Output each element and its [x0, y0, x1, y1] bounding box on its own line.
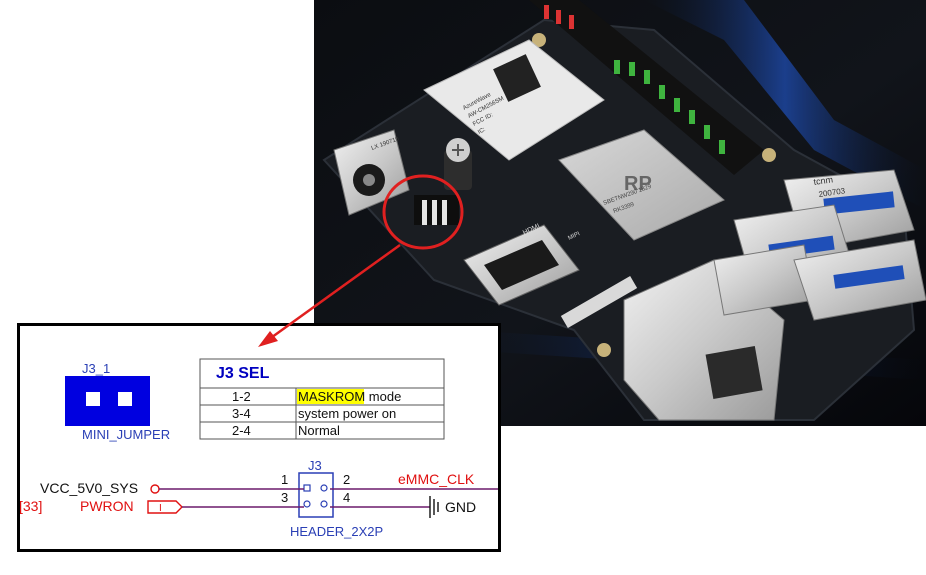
table-row-pins: 3-4 [232, 406, 251, 421]
pin-number: 4 [343, 490, 350, 505]
standoff-screw [444, 138, 472, 190]
header-pin-round [303, 500, 311, 508]
mounting-hole [762, 148, 776, 162]
header-2x2-symbol: J3 1 3 2 4 HEADER_2X2P [281, 458, 383, 539]
usb-brand-label: 200703 [818, 186, 846, 199]
pwron-port-glyph: I [159, 503, 162, 514]
board-photo: AzureWave AW-CM256SM FCC ID: IC: RP SBET… [314, 0, 926, 426]
jumper-pin [118, 392, 132, 406]
header-ref-label: J3 [308, 458, 322, 473]
table-row-mode: system power on [298, 406, 396, 421]
net-label-gnd: GND [445, 499, 476, 515]
table-row-pins: 1-2 [232, 389, 251, 404]
j3-header-photo [414, 195, 459, 225]
net-label-emmc-clk: eMMC_CLK [398, 471, 475, 487]
usb-brand-label: tcnm [813, 174, 834, 187]
usb-ports: tcnm 200703 [713, 169, 926, 321]
jumper-ref-label: J3_1 [82, 361, 110, 376]
wifi-module-text: IC: [477, 127, 487, 136]
pin-number: 1 [281, 472, 288, 487]
jumper-pin [86, 392, 100, 406]
table-row-mode-rest: mode [365, 389, 401, 404]
pwron-port-symbol [147, 500, 183, 514]
background-light-streak [644, 0, 926, 210]
net-label-vcc: VCC_5V0_SYS [40, 480, 138, 496]
soc-chip: RP SBETNW290 1829 RK3399 [558, 129, 725, 241]
j3-sel-table: J3 SEL 1-2 MASKROM mode 3-4 system power… [199, 358, 445, 440]
schematic-panel: J3_1 MINI_JUMPER J3 SEL 1-2 MASKROM mode… [17, 323, 501, 552]
pcb-label-mipi: MIPI [567, 231, 581, 242]
gpio-header [529, 0, 764, 175]
table-row-pins: 2-4 [232, 423, 251, 438]
jumper-name-label: MINI_JUMPER [82, 427, 170, 442]
header-name-label: HEADER_2X2P [290, 524, 383, 539]
table-row-mode-highlight: MASKROM [298, 389, 365, 404]
mipi-connector [560, 275, 638, 329]
qr-code [493, 54, 541, 102]
table-title: J3 SEL [216, 365, 270, 382]
wifi-module: AzureWave AW-CM256SM FCC ID: IC: [423, 39, 605, 161]
table-row-mode: Normal [298, 423, 340, 438]
mini-jumper-symbol [65, 376, 150, 426]
net-ref-pwron: [33] [20, 498, 42, 514]
table-row-mode: MASKROM mode [298, 389, 401, 404]
net-label-pwron: PWRON [80, 498, 134, 514]
mounting-hole [597, 343, 611, 357]
maskrom-highlight [297, 389, 364, 404]
mounting-hole [532, 33, 546, 47]
header-pin-round [320, 500, 328, 508]
pin-number: 3 [281, 490, 288, 505]
header-pin-round [320, 484, 328, 492]
pin-number: 2 [343, 472, 350, 487]
soc-logo: RP [624, 173, 652, 195]
schematic-svg: J3_1 MINI_JUMPER J3 SEL 1-2 MASKROM mode… [19, 358, 498, 539]
vcc-net-terminal [150, 484, 160, 494]
hdmi-port: HDMI MIPI [463, 223, 581, 306]
board-photo-svg: AzureWave AW-CM256SM FCC ID: IC: RP SBET… [314, 0, 926, 426]
header-pin-square [303, 484, 311, 492]
net-wires: I [147, 484, 498, 518]
